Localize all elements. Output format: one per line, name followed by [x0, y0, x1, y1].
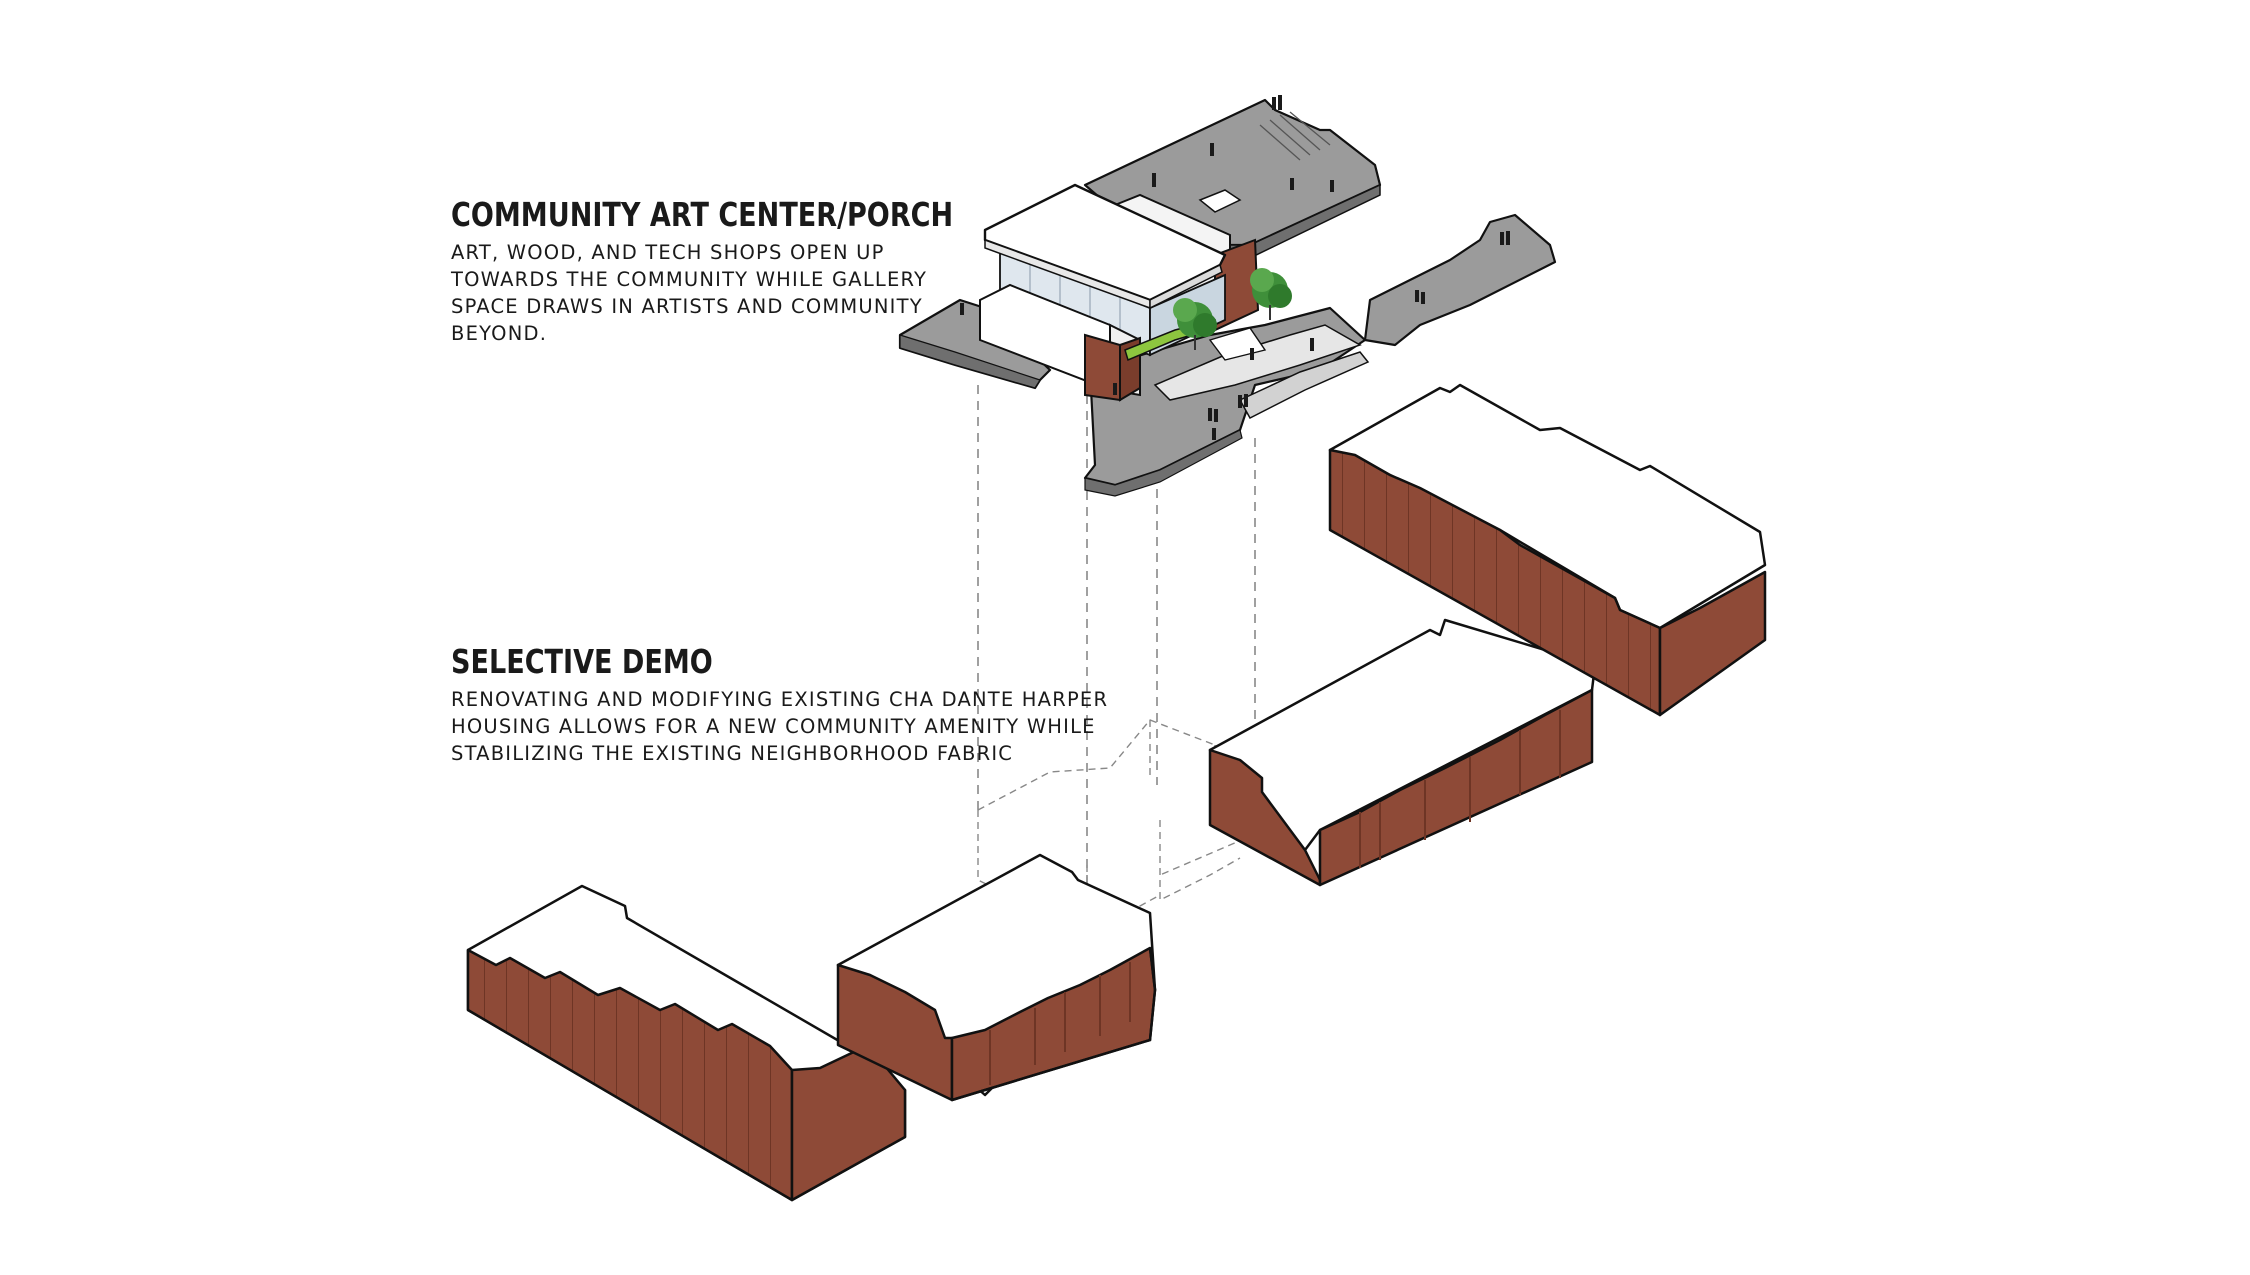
selective-demo-description: RENOVATING AND MODIFYING EXISTING CHA DA…: [451, 686, 1108, 767]
description-line: STABILIZING THE EXISTING NEIGHBORHOOD FA…: [451, 742, 1014, 765]
description-line: SPACE DRAWS IN ARTISTS AND COMMUNITY: [451, 295, 923, 318]
projection-lines: [977, 385, 1256, 935]
community-art-center-description: ART, WOOD, AND TECH SHOPS OPEN UP TOWARD…: [451, 239, 1063, 347]
selective-demo-label: SELECTIVE DEMO RENOVATING AND MODIFYING …: [451, 642, 1108, 767]
description-line: TOWARDS THE COMMUNITY WHILE GALLERY: [451, 268, 928, 291]
people-figures: [960, 95, 1510, 440]
housing-block-right: [1328, 383, 1767, 717]
community-art-center-label: COMMUNITY ART CENTER/PORCH ART, WOOD, AN…: [451, 195, 1063, 347]
community-art-center-title: COMMUNITY ART CENTER/PORCH: [451, 195, 954, 234]
description-line: ART, WOOD, AND TECH SHOPS OPEN UP: [451, 241, 885, 264]
description-line: HOUSING ALLOWS FOR A NEW COMMUNITY AMENI…: [451, 715, 1096, 738]
trees: [1173, 268, 1292, 350]
description-line: RENOVATING AND MODIFYING EXISTING CHA DA…: [451, 688, 1109, 711]
housing-block-center-right: [1208, 618, 1597, 887]
selective-demo-title: SELECTIVE DEMO: [451, 642, 713, 681]
housing-block-left: [466, 884, 907, 1202]
description-line: BEYOND.: [451, 322, 548, 345]
housing-block-middle: [836, 853, 1157, 1102]
